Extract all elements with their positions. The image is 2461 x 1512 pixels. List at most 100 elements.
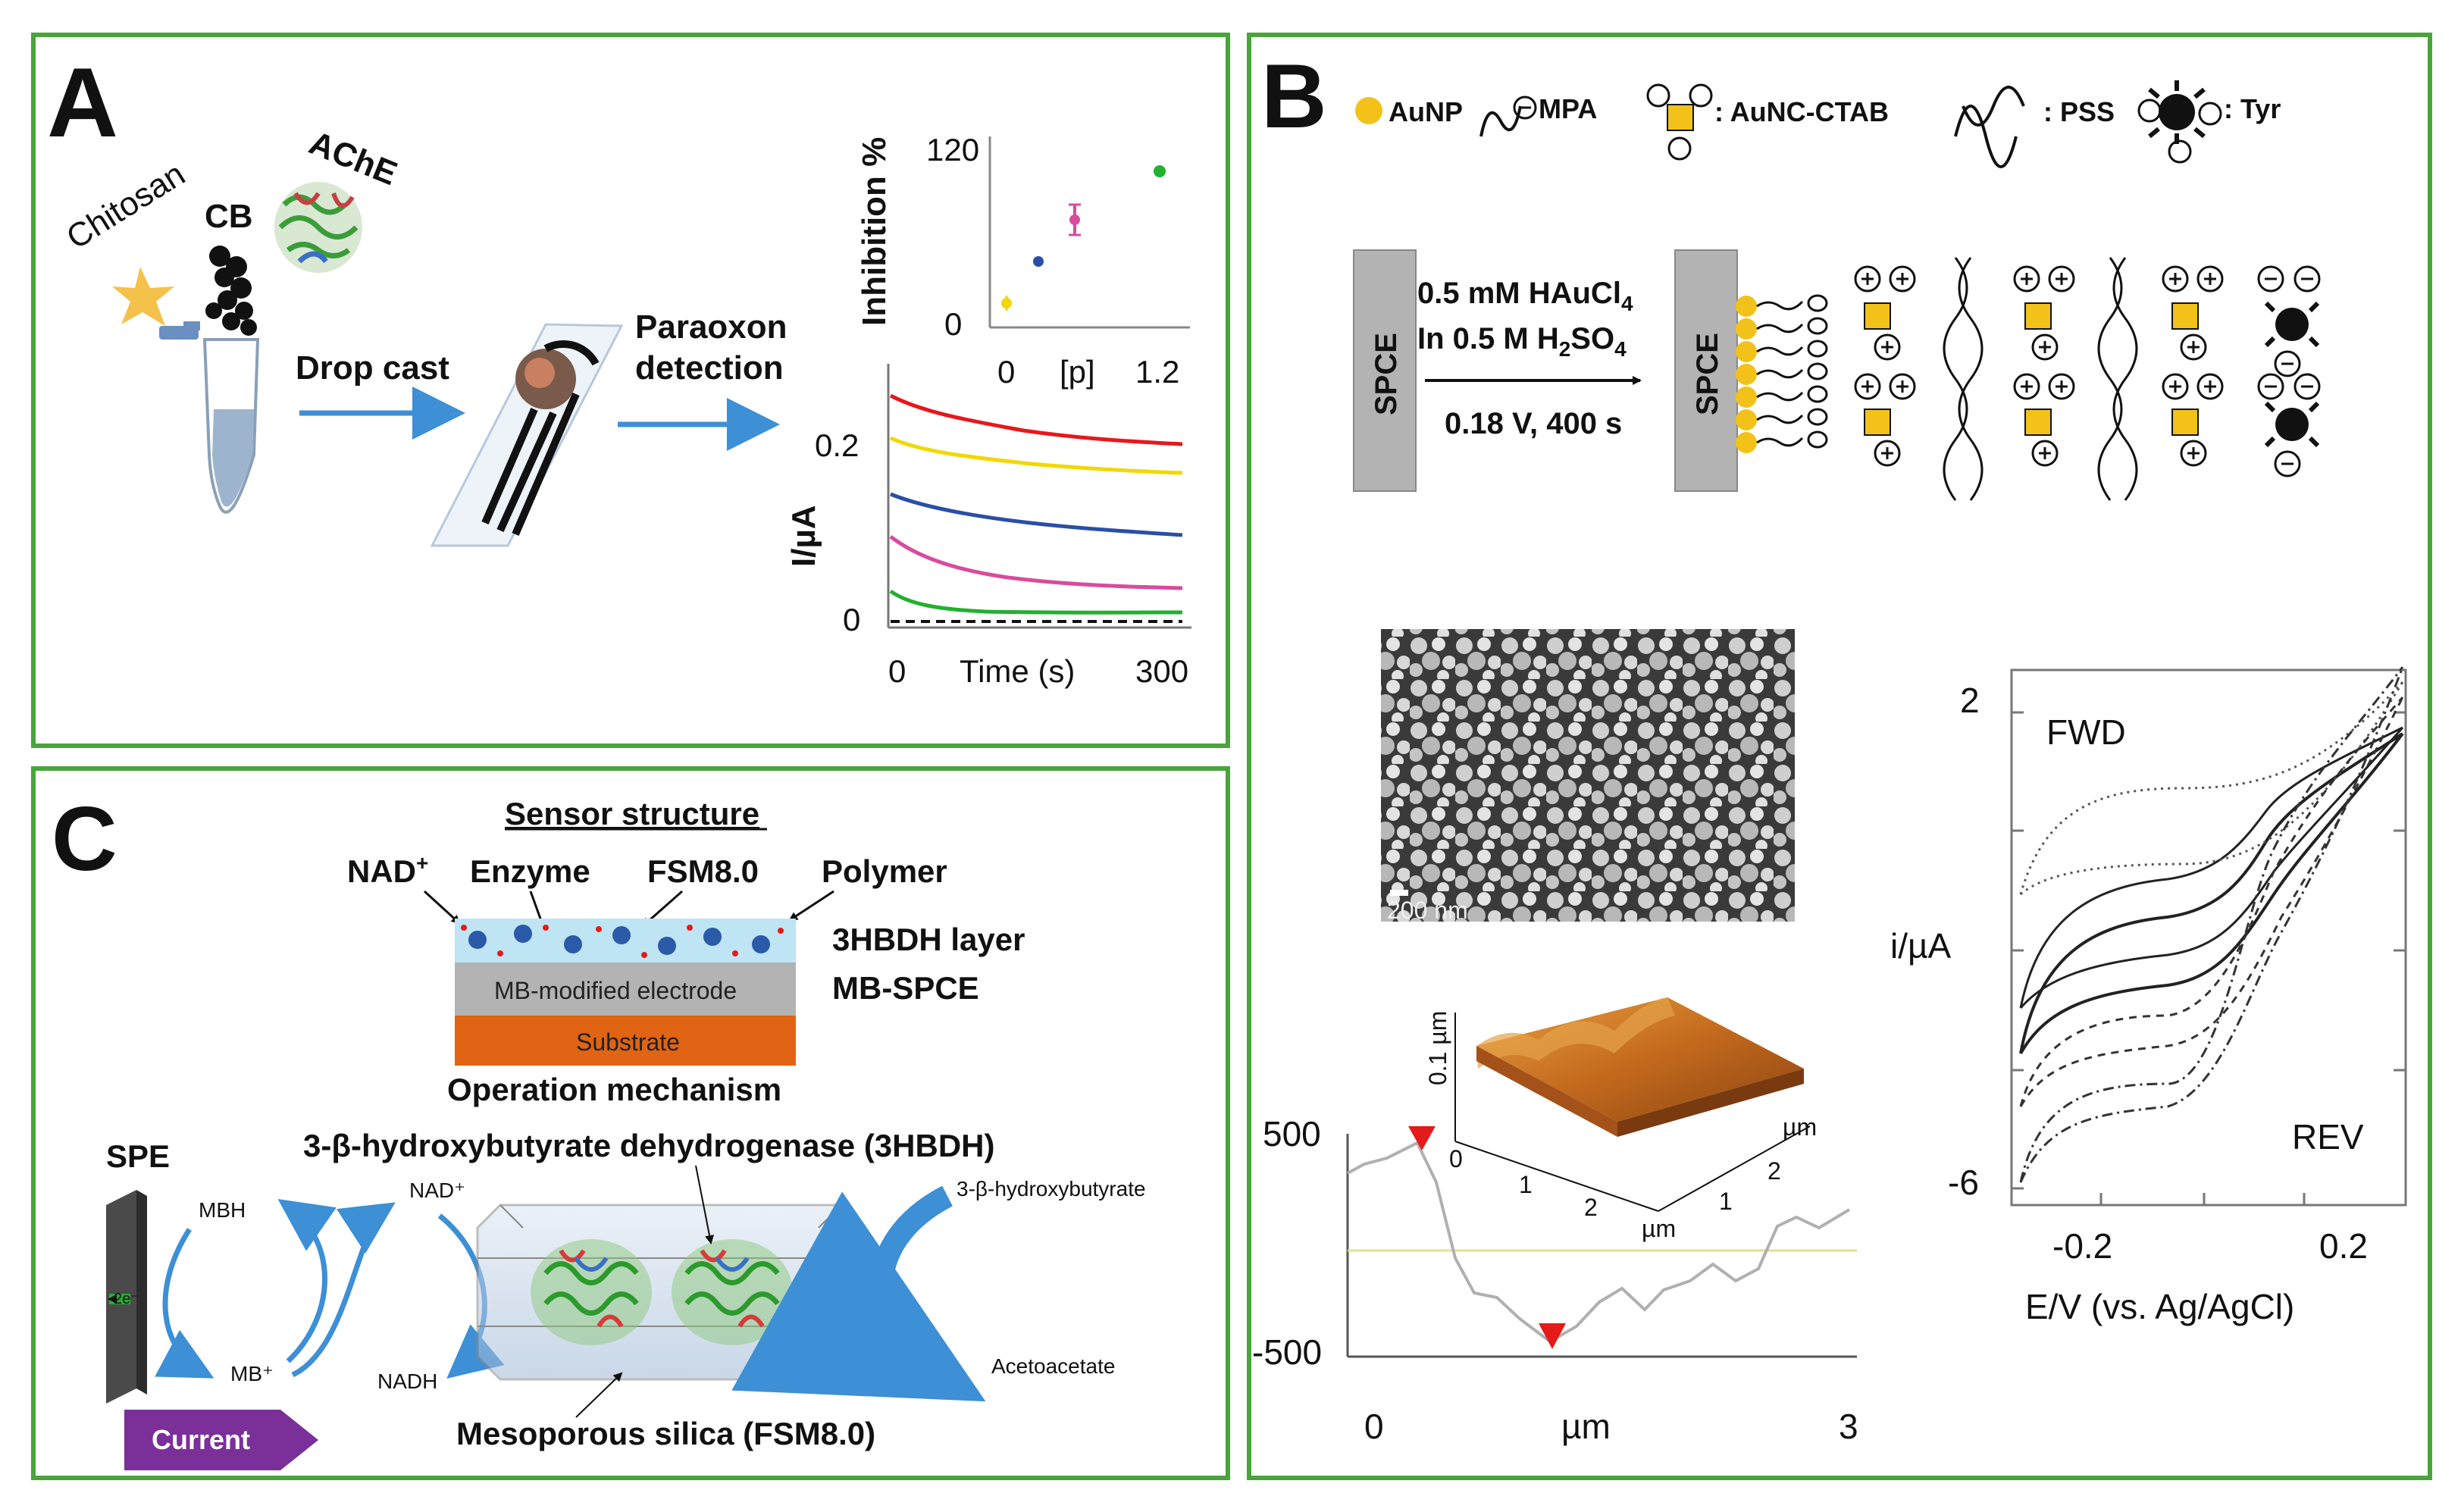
cv-trace-dashed bbox=[2019, 697, 2404, 1107]
cb-label: CB bbox=[205, 198, 253, 235]
panel-a-frame bbox=[31, 33, 1230, 748]
afm-marker-bottom bbox=[1539, 1323, 1566, 1349]
legend-aunc: : AuNC-CTAB bbox=[1714, 96, 1889, 127]
cv-trace-dashdot bbox=[2019, 666, 2404, 1183]
label-current: Current bbox=[152, 1424, 250, 1455]
spce-label-left: SPCE bbox=[1370, 333, 1403, 415]
afm-profile-chart: 500 -500 0 µm 3 bbox=[1252, 1114, 1858, 1446]
mpa-layer bbox=[1756, 300, 1804, 447]
aunp-icon bbox=[1355, 97, 1382, 124]
cv-fwd-label: FWD bbox=[2046, 712, 2126, 752]
carbon-black-icon bbox=[205, 246, 257, 336]
afm-xlabel: µm bbox=[1561, 1407, 1611, 1446]
microtube-icon bbox=[159, 321, 260, 514]
afm-ytick-top: 500 bbox=[1263, 1114, 1321, 1154]
current-xtick-right: 300 bbox=[1135, 653, 1188, 689]
cv-trace-solid-2 bbox=[2019, 726, 2404, 1009]
inhibition-ylabel: Inhibition % bbox=[856, 137, 893, 326]
ache-protein-icon bbox=[274, 182, 362, 273]
label-spe: SPE bbox=[106, 1138, 170, 1174]
label-mbh: MBH bbox=[199, 1198, 246, 1222]
panel-c: C Sensor structure NAD+ Enzyme FSM8.0 Po… bbox=[52, 788, 1146, 1470]
afm-marker-top bbox=[1408, 1126, 1436, 1150]
tyr-layer bbox=[2257, 265, 2321, 477]
panel-b-frame bbox=[1247, 33, 2432, 1480]
substrate-to-product-arrow bbox=[731, 1185, 986, 1402]
panel-a-letter: A bbox=[47, 47, 118, 158]
aunc-ctab-icon bbox=[1646, 83, 1713, 161]
afm-3d-y1: 1 bbox=[1719, 1188, 1733, 1215]
afm-3d-y-unit: µm bbox=[1783, 1113, 1817, 1141]
cv-xtick-left: -0.2 bbox=[2052, 1226, 2112, 1266]
label-polymer: Polymer bbox=[822, 853, 947, 889]
current-arrow bbox=[124, 1410, 318, 1470]
panel-b: B AuNP MPA : AuNC-CTAB : PSS : Tyr SPCE … bbox=[1252, 45, 2407, 1446]
afm-3d-x1: 1 bbox=[1519, 1171, 1533, 1198]
label-substrate: Substrate bbox=[576, 1028, 680, 1056]
current-trace-red bbox=[889, 393, 1183, 446]
afm-xtick-right: 3 bbox=[1839, 1407, 1858, 1446]
current-trace-blue bbox=[890, 492, 1183, 537]
cv-ytick-top: 2 bbox=[1960, 681, 1980, 720]
inhibition-chart: Inhibition % 120 0 0 [p] 1.2 bbox=[856, 132, 1190, 390]
afm-3d-x-unit: µm bbox=[1642, 1215, 1676, 1242]
detection-label: detection bbox=[635, 349, 784, 387]
cv-xtick-right: 0.2 bbox=[2319, 1226, 2368, 1266]
label-product-name: Acetoacetate bbox=[991, 1354, 1115, 1378]
step-line-1: 0.5 mM HAuCl4 bbox=[1417, 277, 1633, 315]
substrate-layer bbox=[455, 1016, 796, 1066]
cv-xlabel: E/V (vs. Ag/AgCl) bbox=[2025, 1287, 2294, 1326]
sem-image bbox=[1381, 629, 1795, 922]
afm-3d-y2: 2 bbox=[1767, 1157, 1781, 1185]
sem-scale-bar bbox=[1390, 890, 1408, 896]
afm-3d-surface: 0.1 µm 0 1 2 µm 1 2 µm bbox=[1424, 997, 1817, 1242]
drop-cast-label: Drop cast bbox=[296, 349, 449, 387]
inhibition-xtick-right: 1.2 bbox=[1135, 354, 1179, 390]
enzyme-cluster-left bbox=[531, 1239, 652, 1345]
cv-trace-solid-1 bbox=[2019, 732, 2404, 1054]
pss-icon bbox=[1954, 86, 2025, 168]
afm-3d-x2: 2 bbox=[1584, 1194, 1598, 1221]
afm-profile-line bbox=[1347, 1141, 1851, 1344]
inhibition-ytick-bottom: 0 bbox=[944, 306, 962, 342]
operation-mechanism-title: Operation mechanism bbox=[447, 1072, 781, 1107]
panel-c-letter: C bbox=[52, 788, 117, 890]
cv-ytick-bottom: -6 bbox=[1948, 1163, 1979, 1202]
label-nad: NAD+ bbox=[347, 851, 428, 889]
current-ylabel: I/µA bbox=[785, 505, 822, 567]
positive-charges bbox=[1854, 265, 2224, 467]
paraoxon-label: Paraoxon bbox=[635, 308, 787, 346]
aunp-layer bbox=[1736, 296, 1757, 453]
label-enzyme-name: 3-β-hydroxybutyrate dehydrogenase (3HBDH… bbox=[303, 1128, 994, 1163]
mpa-charges bbox=[1807, 294, 1828, 449]
inhibition-ytick-top: 120 bbox=[926, 132, 979, 167]
legend-tyr: : Tyr bbox=[2224, 93, 2281, 124]
label-fsm: FSM8.0 bbox=[647, 853, 759, 889]
spce-electrode-left bbox=[1353, 249, 1417, 492]
current-trace-pink bbox=[889, 535, 1183, 590]
current-chart: I/µA 0.2 0 0 Time (s) 300 bbox=[785, 364, 1191, 689]
enzyme-cluster-right bbox=[672, 1239, 793, 1345]
screen-printed-electrode-icon bbox=[430, 323, 624, 547]
redox-cycle-arrows bbox=[155, 1199, 505, 1379]
aunc-layer-3 bbox=[2171, 302, 2199, 436]
afm-ytick-bottom: -500 bbox=[1252, 1332, 1322, 1372]
inhibition-point-2 bbox=[1033, 256, 1044, 267]
current-xtick-left: 0 bbox=[888, 653, 906, 689]
current-trace-green bbox=[889, 589, 1183, 615]
panel-c-frame bbox=[31, 766, 1230, 1480]
label-mb-plus: MB⁺ bbox=[230, 1362, 274, 1385]
afm-3d-z-label: 0.1 µm bbox=[1424, 1011, 1451, 1085]
inhibition-xtick-left: 0 bbox=[997, 354, 1015, 390]
panel-b-letter: B bbox=[1261, 45, 1327, 147]
positive-charge-signs bbox=[1861, 273, 2216, 459]
aunc-layer-2 bbox=[2024, 302, 2052, 436]
current-trace-yellow bbox=[889, 436, 1183, 475]
label-electrons: 2e⁻ bbox=[114, 1291, 139, 1307]
current-ytick-bottom: 0 bbox=[843, 602, 860, 637]
chitosan-label: Chitosan bbox=[60, 155, 191, 257]
spce-electrode-right bbox=[1674, 249, 1738, 492]
label-enzyme: Enzyme bbox=[470, 853, 590, 889]
legend-aunp: AuNP bbox=[1389, 96, 1463, 127]
